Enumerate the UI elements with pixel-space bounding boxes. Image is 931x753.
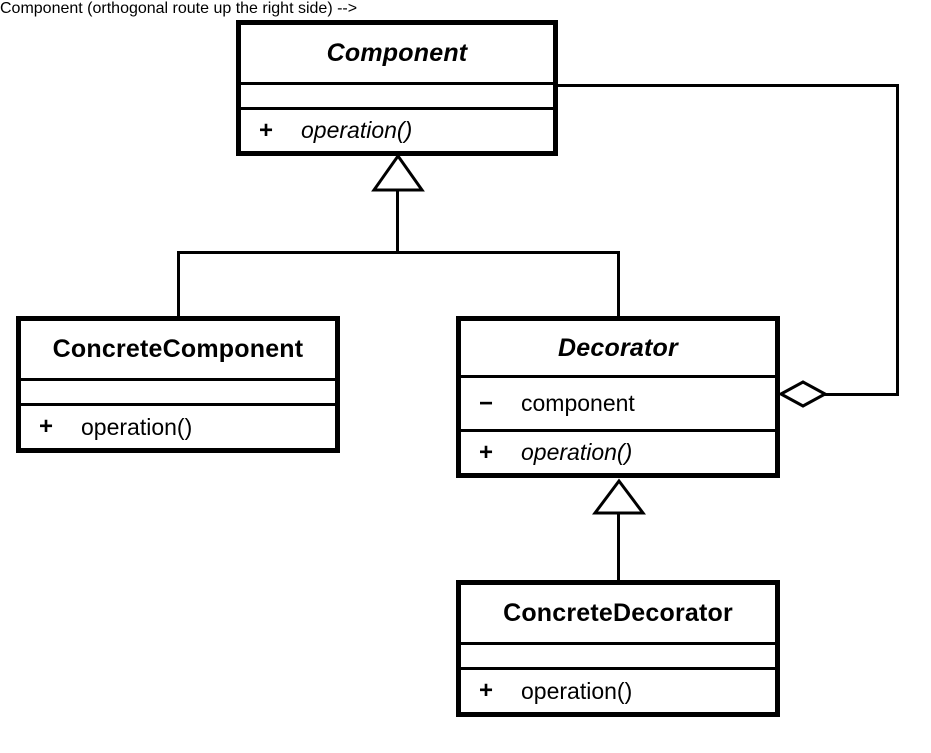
visibility-marker: +	[479, 438, 494, 466]
compartment-divider	[21, 378, 335, 381]
operation-signature: operation()	[521, 439, 633, 465]
compartment-divider	[461, 429, 775, 432]
compartment-divider	[21, 403, 335, 406]
class-name-concrete-component: ConcreteComponent	[52, 335, 304, 363]
compartment-divider	[461, 667, 775, 670]
aggregation-segment-from-diamond	[823, 393, 899, 396]
attributes-compartment-concrete-component	[21, 381, 335, 403]
aggregation-diamond-icon	[778, 380, 828, 408]
generalization-arrowhead-component	[371, 153, 425, 192]
class-name-decorator: Decorator	[558, 333, 678, 362]
class-box-decorator[interactable]: Decorator − component + operation()	[456, 316, 780, 478]
visibility-marker: +	[39, 413, 54, 440]
operations-compartment-component: + operation()	[241, 110, 553, 151]
operations-compartment-concrete-decorator: + operation()	[461, 670, 775, 712]
compartment-divider	[241, 82, 553, 85]
generalization-arrowhead-decorator	[592, 478, 646, 515]
visibility-marker: +	[259, 116, 274, 144]
operations-compartment-decorator: + operation()	[461, 432, 775, 473]
class-box-component[interactable]: Component + operation()	[236, 20, 558, 156]
aggregation-segment-to-component	[556, 84, 899, 87]
operations-compartment-concrete-component: + operation()	[21, 406, 335, 448]
operation-signature: operation()	[521, 677, 633, 704]
compartment-divider	[461, 642, 775, 645]
compartment-divider	[461, 375, 775, 378]
compartment-divider	[241, 107, 553, 110]
attribute-name: component	[521, 390, 635, 416]
generalization-fork-bar	[177, 251, 620, 254]
attributes-compartment-component	[241, 85, 553, 107]
class-name-component: Component	[326, 39, 468, 67]
visibility-marker: +	[479, 677, 494, 704]
generalization-stem-component	[396, 188, 399, 254]
operation-signature: operation()	[81, 413, 193, 440]
class-box-concrete-component[interactable]: ConcreteComponent + operation()	[16, 316, 340, 453]
generalization-stem-concrete-decorator	[617, 511, 620, 583]
attributes-compartment-decorator: − component	[461, 378, 775, 429]
class-box-concrete-decorator[interactable]: ConcreteDecorator + operation()	[456, 580, 780, 717]
operation-signature: operation()	[301, 117, 413, 143]
attributes-compartment-concrete-decorator	[461, 645, 775, 667]
class-name-concrete-decorator: ConcreteDecorator	[503, 599, 733, 627]
aggregation-segment-vertical	[896, 84, 899, 396]
generalization-branch-concrete-component	[177, 251, 180, 319]
generalization-branch-decorator	[617, 251, 620, 319]
visibility-marker: −	[479, 389, 494, 417]
